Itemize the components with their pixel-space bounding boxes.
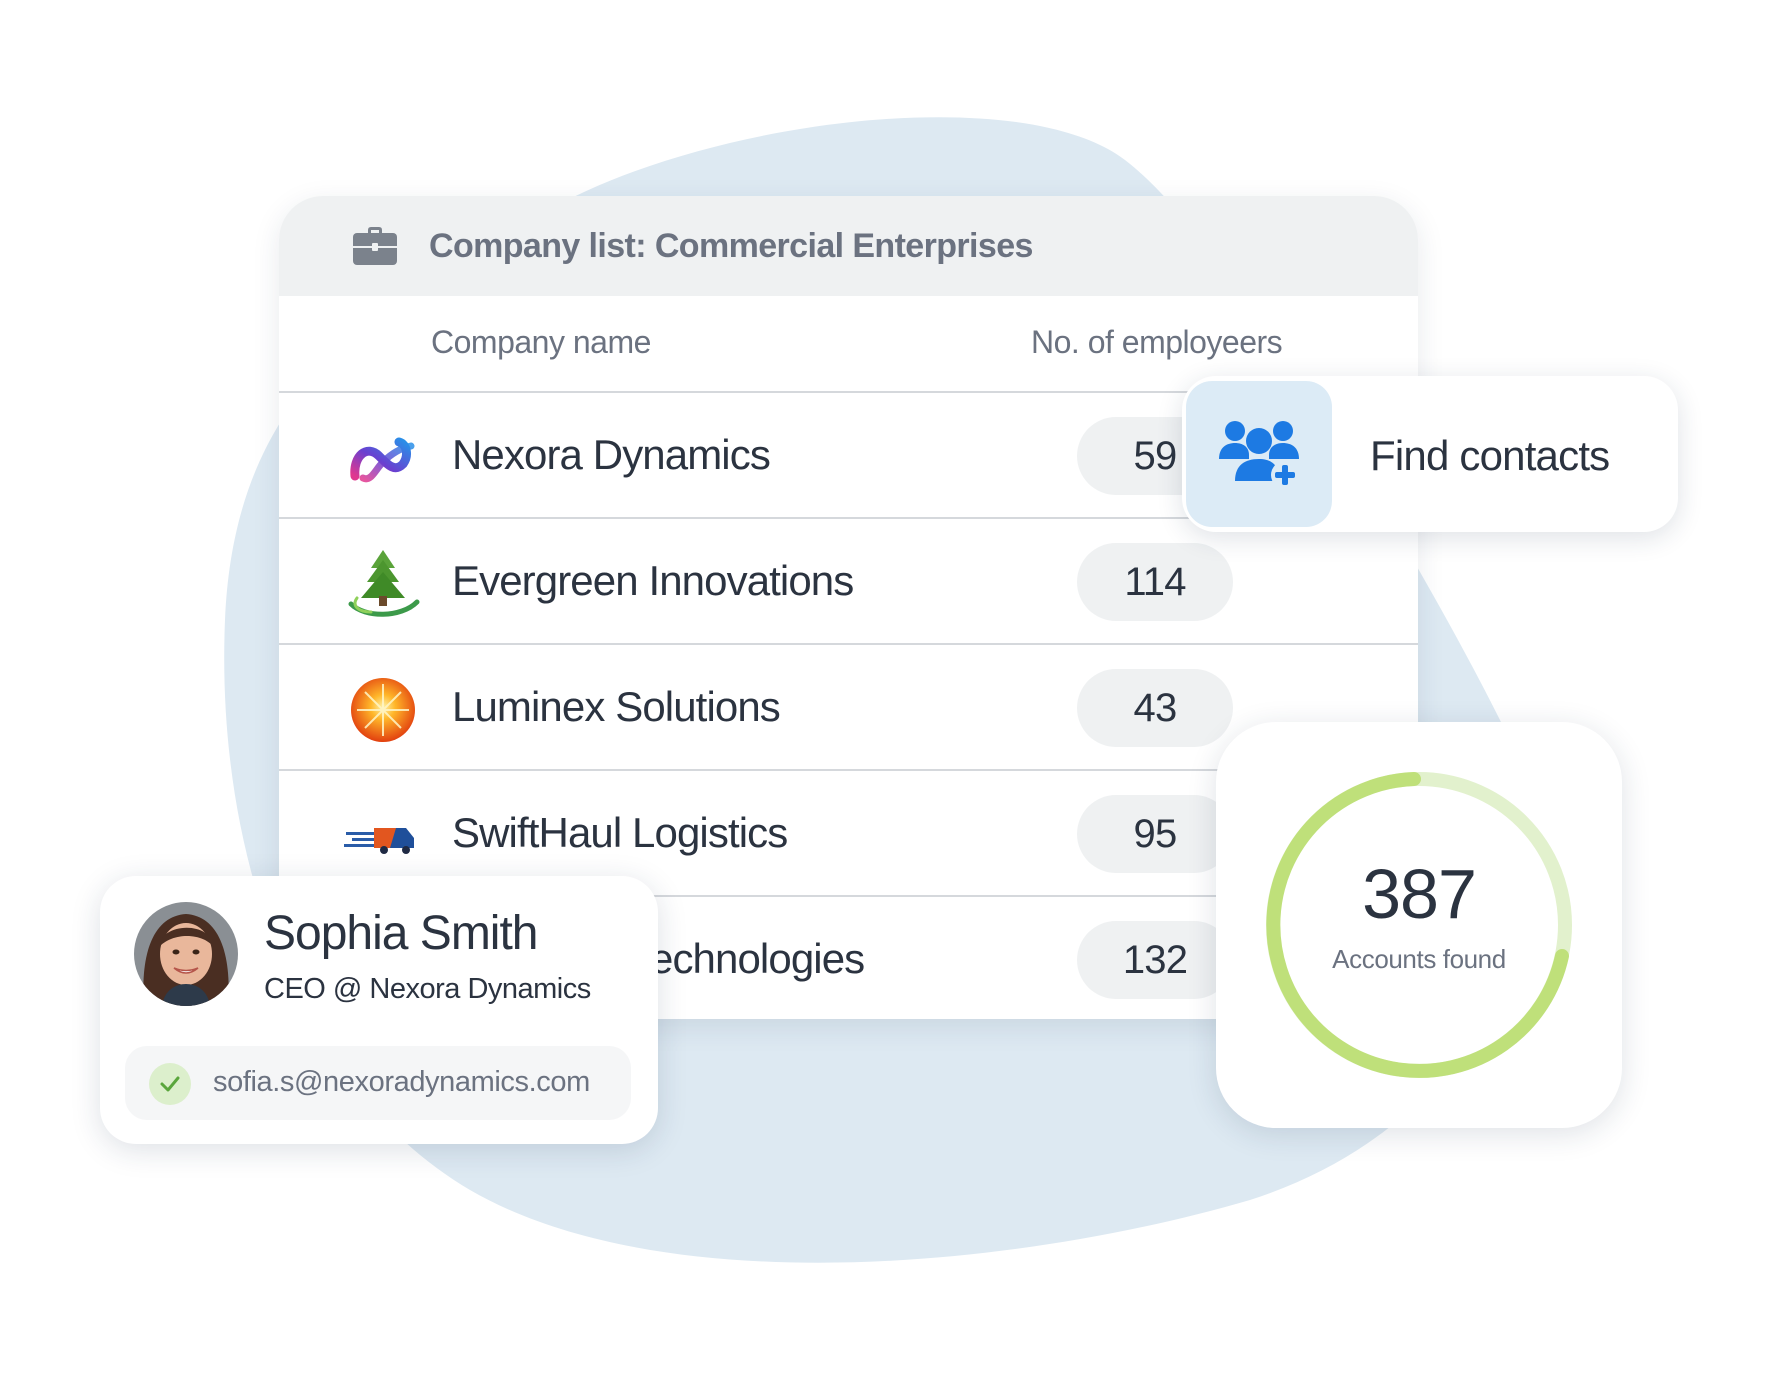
employee-count-badge: 114: [1077, 543, 1233, 621]
nexora-logo: [350, 437, 415, 483]
company-list-header: Company list: Commercial Enterprises: [279, 196, 1418, 296]
table-row[interactable]: SwiftHaul Logistics 95: [279, 771, 1418, 897]
contact-role: CEO @ Nexora Dynamics: [264, 973, 591, 1005]
table-row[interactable]: Luminex Solutions 43: [279, 645, 1418, 771]
contact-email: sofia.s@nexoradynamics.com: [213, 1066, 590, 1098]
accounts-progress-ring: [1266, 772, 1572, 1078]
employee-count-badge: 132: [1077, 921, 1233, 999]
avatar: [134, 902, 238, 1006]
company-name: echnologies: [650, 935, 865, 982]
table-row[interactable]: echnologies 132: [279, 897, 1418, 1019]
table-column-header: Company name No. of employeers: [279, 296, 1418, 393]
briefcase-icon: [353, 227, 397, 265]
contact-card[interactable]: Sophia Smith CEO @ Nexora Dynamics sofia…: [100, 876, 658, 1144]
accounts-label: Accounts found: [1332, 944, 1506, 974]
column-company-name: Company name: [431, 324, 651, 360]
luminex-sun-logo: [351, 678, 415, 742]
employee-count-badge: 43: [1077, 669, 1233, 747]
find-contacts-button[interactable]: Find contacts: [1182, 376, 1678, 532]
swifthaul-truck-logo: [344, 828, 414, 854]
company-name: Luminex Solutions: [452, 683, 781, 730]
contact-name: Sophia Smith: [264, 907, 538, 960]
contact-email-field[interactable]: sofia.s@nexoradynamics.com: [125, 1046, 631, 1120]
find-contacts-label: Find contacts: [1370, 432, 1610, 479]
column-employee-count: No. of employeers: [1031, 324, 1283, 360]
evergreen-tree-logo: [348, 550, 420, 617]
employee-count-badge: 95: [1077, 795, 1233, 873]
company-list-title: Company list: Commercial Enterprises: [429, 226, 1033, 265]
company-name: Nexora Dynamics: [452, 431, 771, 478]
accounts-count: 387: [1362, 855, 1477, 933]
table-row[interactable]: Evergreen Innovations 114: [279, 519, 1418, 645]
company-name: SwiftHaul Logistics: [452, 809, 788, 856]
accounts-found-card: 387 Accounts found: [1216, 722, 1622, 1128]
add-users-icon: [1219, 421, 1299, 489]
company-name: Evergreen Innovations: [452, 557, 854, 604]
find-contacts-icon-box: [1186, 381, 1332, 527]
check-icon: [149, 1063, 191, 1105]
